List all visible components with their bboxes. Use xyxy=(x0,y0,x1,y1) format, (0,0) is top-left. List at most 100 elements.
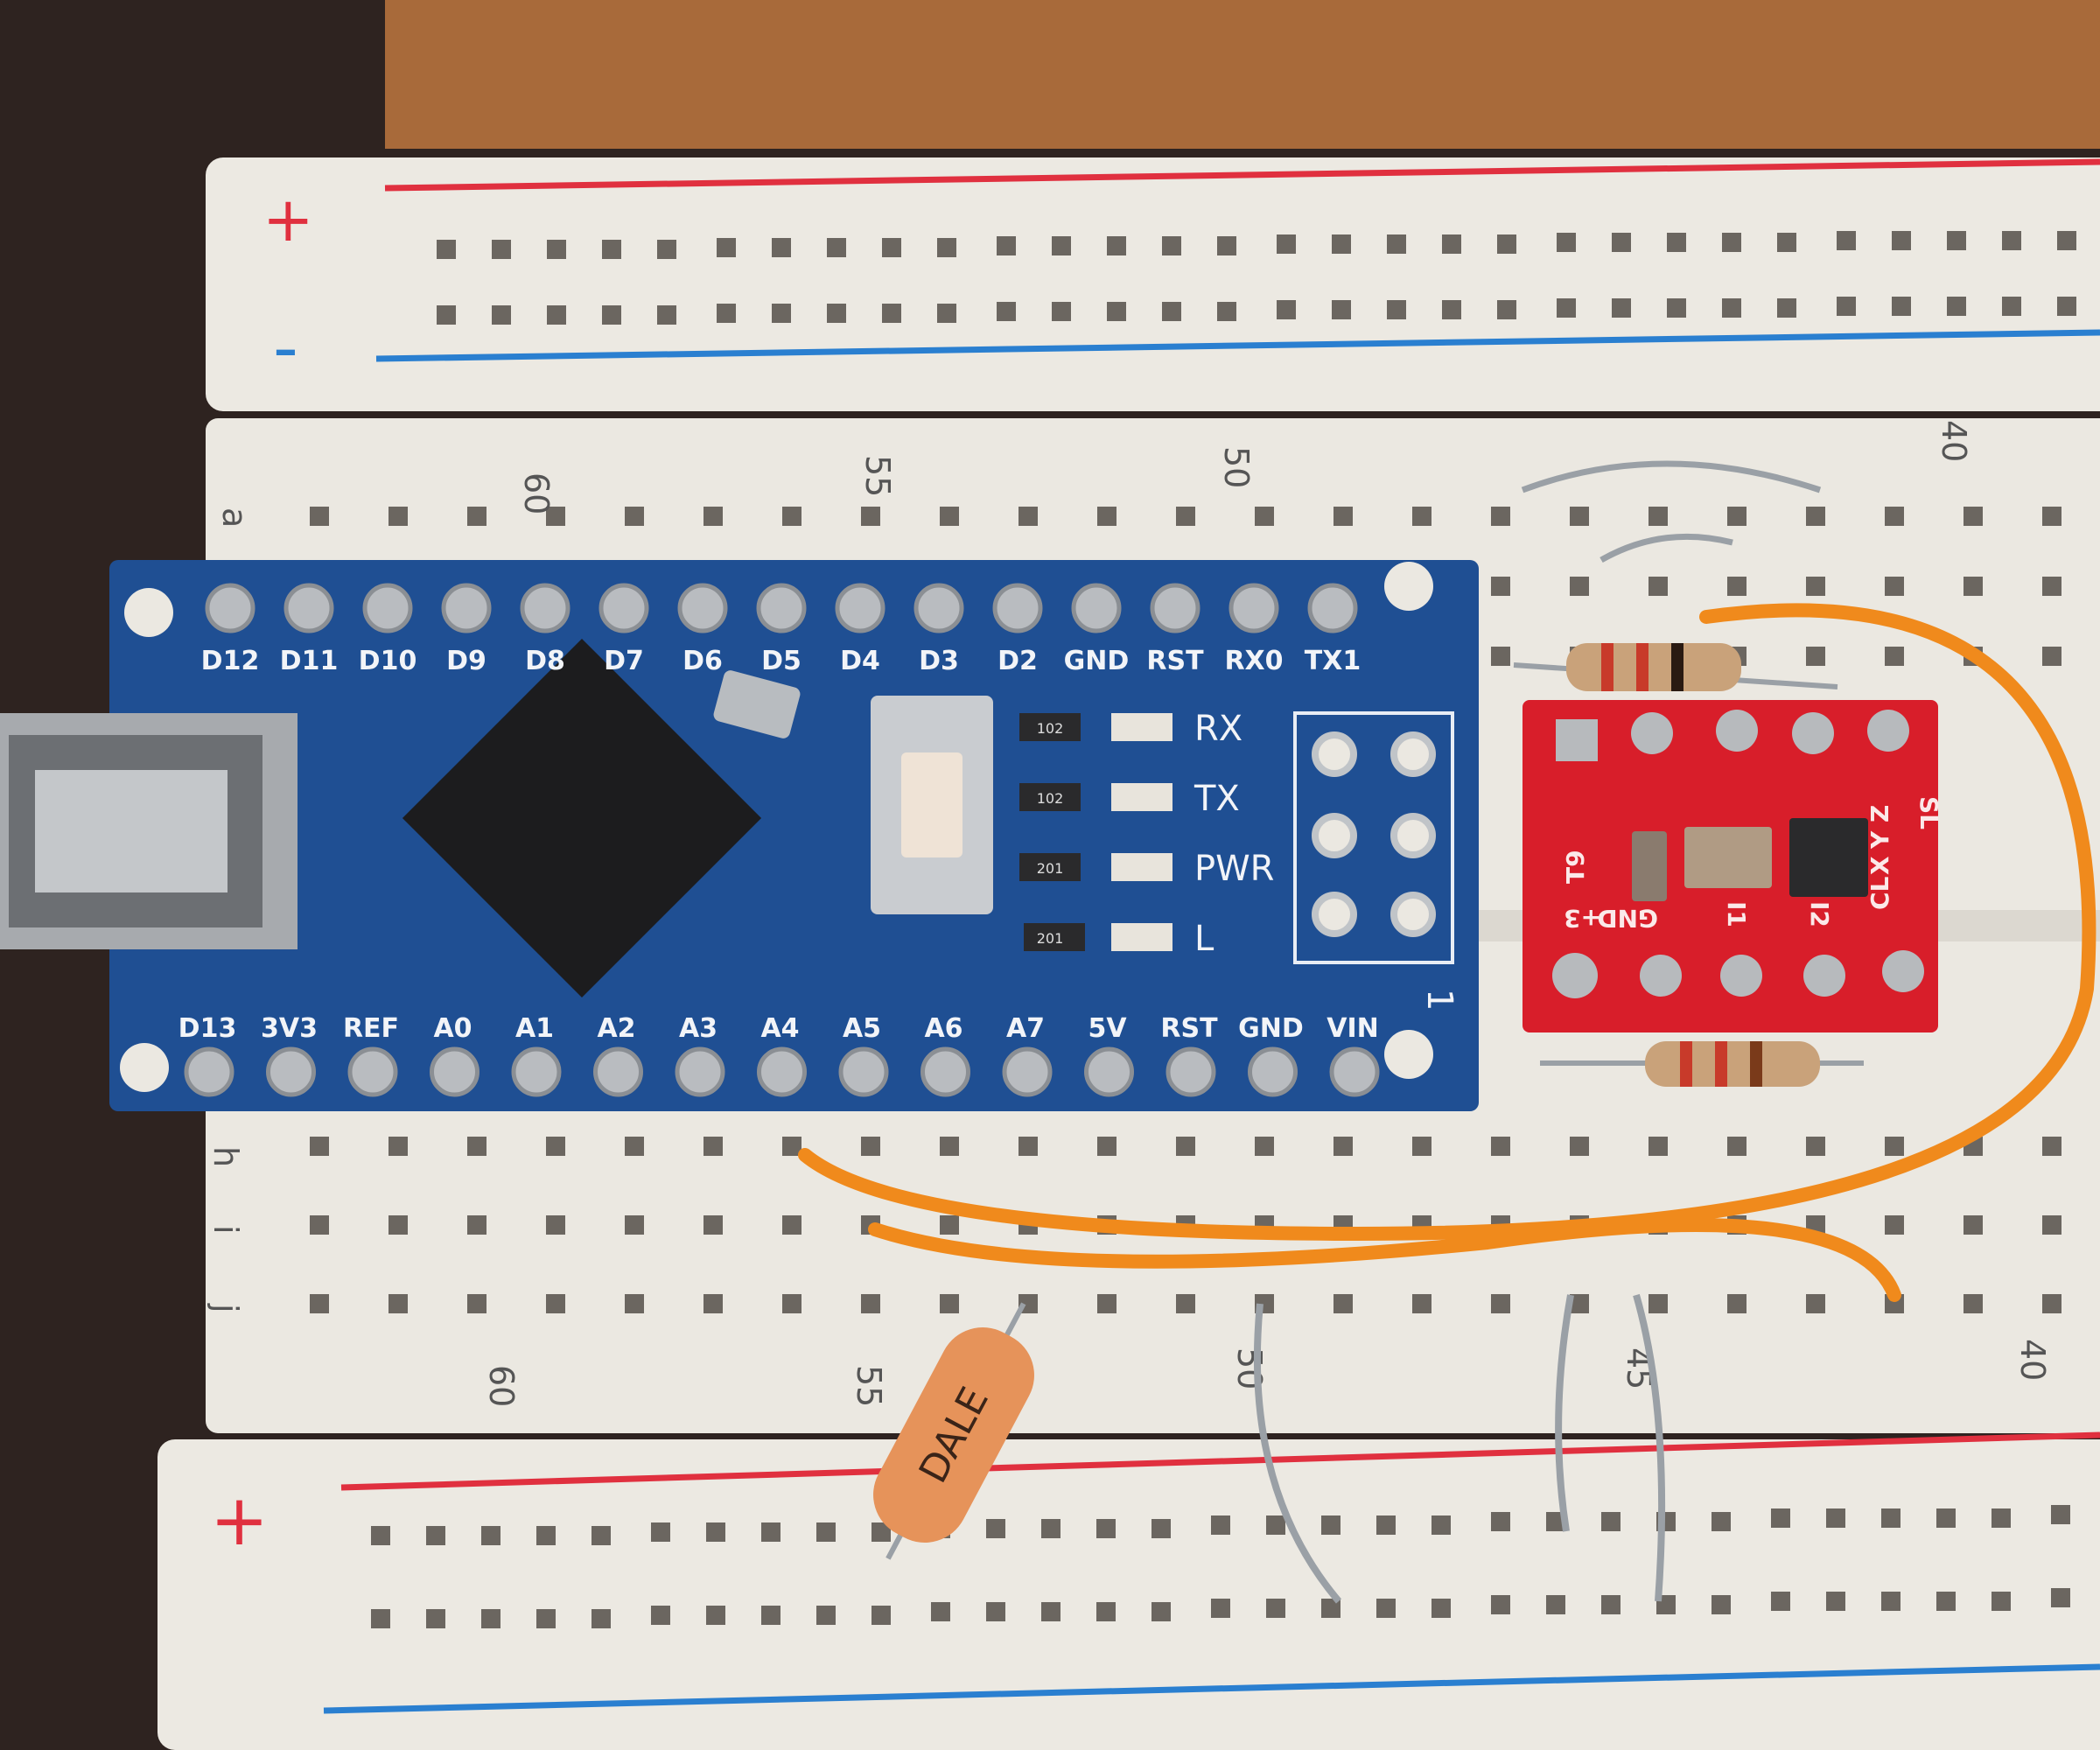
breadboard-hole xyxy=(2002,231,2021,250)
breadboard-hole xyxy=(1097,1137,1116,1156)
mounting-hole xyxy=(120,1043,169,1092)
pin-label: 3V3 xyxy=(261,1013,318,1044)
led-label: TX xyxy=(1194,779,1240,819)
header-pin xyxy=(1150,583,1200,634)
breadboard-hole xyxy=(602,240,621,259)
breadboard-hole xyxy=(1321,1516,1340,1535)
breadboard-hole xyxy=(2051,1505,2070,1524)
breadboard-hole xyxy=(1491,1294,1510,1313)
pin-label: A7 xyxy=(1006,1013,1045,1044)
breadboard-hole xyxy=(437,305,456,325)
breadboard-hole xyxy=(937,304,956,323)
mounting-hole xyxy=(124,588,173,637)
row-letter: i xyxy=(206,1225,245,1235)
breadboard-hole xyxy=(592,1609,611,1628)
pin-label: 5V xyxy=(1088,1013,1127,1044)
jumper-wire xyxy=(1521,460,1822,494)
breadboard-hole xyxy=(1892,297,1911,316)
breadboard-hole xyxy=(1018,1137,1038,1156)
led xyxy=(1111,923,1172,951)
breadboard-hole xyxy=(1211,1599,1230,1618)
breadboard-hole xyxy=(1648,1294,1668,1313)
breadboard-hole xyxy=(704,1294,723,1313)
breadboard-hole xyxy=(1557,298,1576,318)
breadboard-hole xyxy=(1334,1137,1353,1156)
breadboard-hole xyxy=(704,1137,723,1156)
breadboard-hole xyxy=(931,1602,950,1621)
breadboard-hole xyxy=(1217,302,1236,321)
header-pin xyxy=(347,1046,398,1097)
breadboard-hole xyxy=(481,1526,500,1545)
positive-rail-line xyxy=(384,158,2100,192)
resistor xyxy=(1540,1041,1864,1087)
breadboard-hole xyxy=(546,507,565,526)
mounting-hole xyxy=(1384,562,1433,611)
pin-label: A5 xyxy=(843,1013,881,1044)
breadboard-hole xyxy=(986,1519,1005,1538)
breadboard-hole xyxy=(1107,236,1126,256)
breadboard-hole xyxy=(1648,1137,1668,1156)
breadboard-hole xyxy=(492,305,511,325)
pin-label: A4 xyxy=(760,1013,799,1044)
module-label: +3 xyxy=(1564,904,1601,933)
breadboard-hole xyxy=(1992,1592,2011,1611)
breadboard-hole xyxy=(1667,233,1686,252)
breadboard-hole xyxy=(1570,507,1589,526)
breadboard-hole xyxy=(1491,1595,1510,1614)
breadboard-hole xyxy=(782,1215,802,1235)
breadboard-hole xyxy=(1211,1516,1230,1535)
breadboard-hole xyxy=(426,1526,445,1545)
breadboard-hole xyxy=(1936,1592,1956,1611)
breadboard-hole xyxy=(1806,1137,1825,1156)
smd-resistor xyxy=(1019,713,1081,741)
breadboard-hole xyxy=(872,1522,891,1542)
header-pin xyxy=(593,1046,643,1097)
plus-sign: + xyxy=(262,184,314,256)
header-pin xyxy=(184,1046,234,1097)
wood-table xyxy=(385,0,2100,149)
orange-jumper-wire xyxy=(798,603,2096,1242)
breadboard-hole xyxy=(940,507,959,526)
breadboard-hole xyxy=(1107,302,1126,321)
crystal xyxy=(713,670,801,738)
row-letter: j xyxy=(206,1303,245,1313)
breadboard-hole xyxy=(1936,1508,1956,1528)
breadboard-hole xyxy=(1334,1294,1353,1313)
breadboard-hole xyxy=(1491,1512,1510,1531)
breadboard-hole xyxy=(1497,234,1516,254)
breadboard-hole xyxy=(1432,1516,1451,1535)
sensor-chip xyxy=(1789,818,1868,897)
breadboard-hole xyxy=(547,240,566,259)
breadboard-hole xyxy=(1964,577,1983,596)
pin-label: A1 xyxy=(515,1013,554,1044)
plus-sign: + xyxy=(210,1480,269,1561)
pin-label: A2 xyxy=(597,1013,635,1044)
bottom-rail-holes xyxy=(371,1505,2070,1628)
column-number: 40 xyxy=(2013,1339,2052,1381)
pin-label: D2 xyxy=(998,646,1038,676)
breadboard-hole xyxy=(1612,233,1631,252)
column-number: 60 xyxy=(517,472,556,514)
breadboard-hole xyxy=(1964,1294,1983,1313)
breadboard-hole xyxy=(1777,233,1796,252)
breadboard-hole xyxy=(1255,1137,1274,1156)
breadboard-hole xyxy=(651,1522,670,1542)
pin-label: D5 xyxy=(761,646,802,676)
breadboard-hole xyxy=(827,304,846,323)
led xyxy=(1111,783,1172,811)
breadboard-hole xyxy=(467,1215,486,1235)
breadboard-hole xyxy=(1892,231,1911,250)
square-pad xyxy=(1556,719,1598,761)
breadboard-hole xyxy=(1432,1599,1451,1618)
breadboard-hole xyxy=(2042,507,2062,526)
header-pin xyxy=(1248,1046,1298,1097)
breadboard-hole xyxy=(310,1137,329,1156)
breadboard-hole xyxy=(1152,1519,1171,1538)
breadboard-hole xyxy=(1491,647,1510,666)
pin-label: RST xyxy=(1160,1013,1218,1044)
breadboard-hole xyxy=(1712,1512,1731,1531)
breadboard-hole xyxy=(1152,1602,1171,1621)
negative-rail-line xyxy=(375,329,2100,362)
pin-label: RST xyxy=(1146,646,1204,676)
